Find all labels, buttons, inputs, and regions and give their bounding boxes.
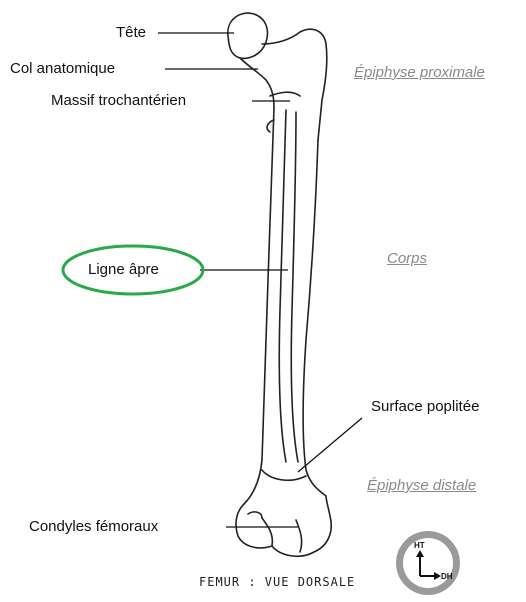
shaft-left-edge — [244, 108, 274, 504]
orientation-badge — [396, 531, 460, 595]
femoral-head — [228, 13, 268, 58]
figure-caption: FEMUR : VUE DORSALE — [199, 575, 355, 589]
orientation-right-label: DH — [441, 572, 453, 581]
distal-epiphysis-outline — [236, 496, 331, 556]
region-epiphyse-proximale: Épiphyse proximale — [354, 64, 485, 82]
region-epiphyse-distale: Épiphyse distale — [367, 477, 476, 495]
intercondylar-notch — [262, 518, 272, 546]
condyle-detail — [296, 520, 302, 552]
linea-aspera-ridge-2 — [291, 112, 298, 462]
label-surface-poplitee: Surface poplitée — [371, 398, 479, 416]
linea-aspera-ridge — [279, 110, 286, 462]
proximal-epiphysis-outline — [262, 29, 327, 140]
label-condyles-femoraux: Condyles fémoraux — [29, 518, 158, 536]
label-massif-trochanterien: Massif trochantérien — [51, 92, 186, 110]
intertrochanteric-crest — [270, 92, 300, 96]
condyle-left-detail — [248, 512, 262, 518]
region-corps: Corps — [387, 250, 427, 268]
shaft-right-edge — [303, 140, 326, 496]
label-ligne-apre: Ligne âpre — [88, 261, 159, 279]
label-tete: Tête — [116, 24, 146, 42]
label-col-anatomique: Col anatomique — [10, 60, 115, 78]
leader-surface — [298, 418, 362, 472]
orientation-up-label: HT — [414, 541, 425, 550]
